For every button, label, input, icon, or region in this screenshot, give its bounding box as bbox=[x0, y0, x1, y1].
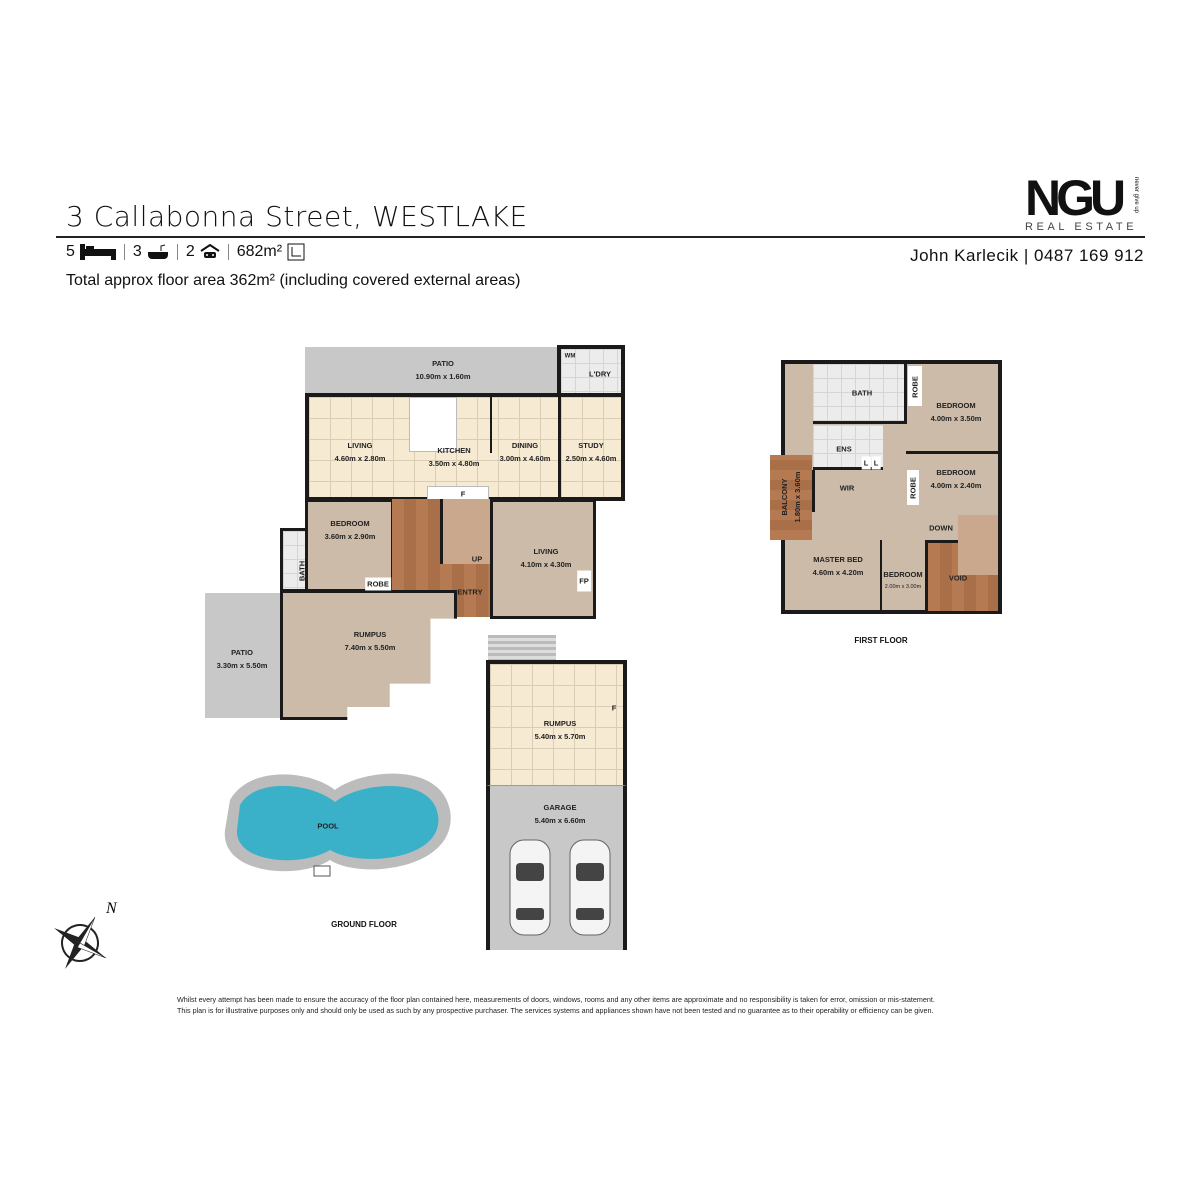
car-icon bbox=[569, 839, 611, 936]
beds-count: 5 bbox=[66, 243, 75, 260]
wall bbox=[906, 451, 1000, 454]
room-patio-side bbox=[205, 593, 283, 718]
divider bbox=[176, 244, 178, 260]
property-stats: 5 3 2 682m² bbox=[66, 243, 305, 261]
room-ensuite bbox=[813, 425, 883, 470]
land-area: 682m² bbox=[236, 243, 283, 260]
bed-icon bbox=[79, 244, 116, 260]
baths-count: 3 bbox=[132, 243, 142, 260]
label-down: DOWN bbox=[929, 523, 953, 533]
room-patio-rear bbox=[305, 347, 561, 393]
land-area-icon bbox=[287, 243, 305, 261]
label-robe-ground: ROBE bbox=[365, 577, 391, 591]
ground-floor-label: GROUND FLOOR bbox=[331, 920, 397, 929]
room-bath-first bbox=[813, 364, 907, 424]
label-robe-first-1: ROBE bbox=[910, 376, 920, 398]
agent-contact: John Karlecik | 0487 169 912 bbox=[910, 246, 1144, 265]
logo-brand: NGU bbox=[1025, 170, 1126, 226]
car-icon bbox=[200, 243, 220, 258]
cars-count: 2 bbox=[185, 243, 195, 260]
header-divider bbox=[56, 236, 1145, 238]
property-address: 3 Callabonna Street, WESTLAKE bbox=[66, 200, 528, 233]
compass-rose-icon: N bbox=[54, 900, 118, 969]
label-wir: WIR bbox=[839, 483, 855, 493]
compass-north-label: N bbox=[105, 900, 118, 917]
disclaimer: Whilst every attempt has been made to en… bbox=[177, 994, 1057, 1016]
bath-icon bbox=[147, 244, 168, 259]
label-fridge: F bbox=[460, 489, 466, 499]
disclaimer-line-1: Whilst every attempt has been made to en… bbox=[177, 995, 935, 1004]
cars-in-garage bbox=[509, 839, 611, 936]
divider bbox=[123, 244, 125, 260]
wall bbox=[558, 393, 561, 501]
label-linen-2: L bbox=[871, 456, 881, 470]
room-balcony bbox=[770, 455, 812, 540]
label-ensuite: ENS bbox=[836, 444, 852, 454]
stairs-ground bbox=[440, 499, 490, 564]
label-fridge-rumpus: F bbox=[611, 703, 617, 713]
robe-first-2 bbox=[907, 470, 919, 505]
logo-subtitle: REAL ESTATE bbox=[1025, 221, 1138, 233]
living-kitchen-dining-study bbox=[305, 393, 625, 501]
room-living-front bbox=[490, 499, 596, 619]
label-pool: POOL bbox=[317, 821, 339, 831]
room-rumpus-ground bbox=[280, 590, 457, 720]
ngu-logo: NGU never give up REAL ESTATE bbox=[1025, 170, 1145, 235]
label-void: VOID bbox=[948, 573, 968, 583]
wall bbox=[880, 540, 882, 612]
label-bath-first: BATH bbox=[851, 388, 873, 398]
label-up: UP bbox=[471, 554, 483, 564]
kitchen-bench bbox=[409, 397, 457, 452]
wall bbox=[812, 470, 815, 512]
label-linen-1: L bbox=[861, 456, 871, 470]
divider bbox=[227, 244, 229, 260]
label-robe-first-2: ROBE bbox=[908, 477, 918, 499]
floor-area-note: Total approx floor area 362m² (including… bbox=[66, 272, 521, 289]
pool bbox=[224, 773, 451, 877]
room-bath-ground bbox=[280, 528, 308, 592]
label-washing-machine: WM bbox=[564, 353, 576, 360]
disclaimer-line-2: This plan is for illustrative purposes o… bbox=[177, 1006, 934, 1015]
garden-steps bbox=[488, 635, 556, 663]
room-rumpus-lower bbox=[486, 660, 627, 787]
wall bbox=[490, 393, 492, 453]
label-entry: ENTRY bbox=[457, 587, 483, 597]
label-laundry: L'DRY bbox=[589, 369, 611, 379]
logo-tagline: never give up bbox=[1133, 177, 1139, 214]
car-icon bbox=[509, 839, 551, 936]
room-laundry bbox=[557, 345, 625, 397]
stairs-first bbox=[958, 515, 998, 575]
label-bath-ground: BATH bbox=[297, 560, 307, 582]
label-fireplace: FP bbox=[577, 570, 591, 592]
robe-first-1 bbox=[908, 366, 922, 406]
first-floor-label: FIRST FLOOR bbox=[854, 636, 908, 645]
